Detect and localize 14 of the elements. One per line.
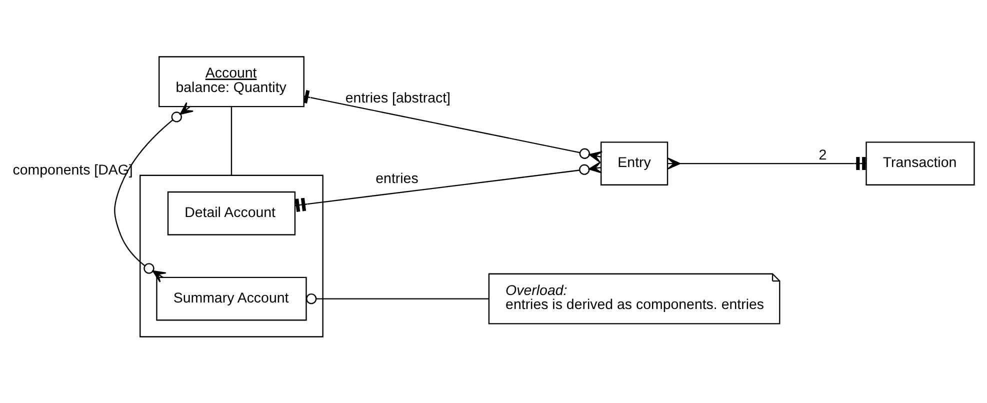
node-box: Summary Account — [156, 276, 307, 321]
connector — [304, 90, 603, 163]
node-box: Transaction — [866, 142, 975, 186]
edge-label: entries [abstract] — [345, 90, 450, 107]
node-box: Detail Account — [167, 191, 296, 236]
node-box: Entry — [600, 142, 668, 186]
connector — [295, 162, 602, 212]
connector — [230, 106, 232, 176]
edge-label: 2 — [818, 148, 827, 164]
connector — [306, 293, 489, 304]
node-box: Account balance: Quantity — [158, 56, 304, 108]
edge-label: entries — [376, 171, 418, 188]
cluster — [140, 174, 324, 338]
connector — [114, 102, 194, 282]
